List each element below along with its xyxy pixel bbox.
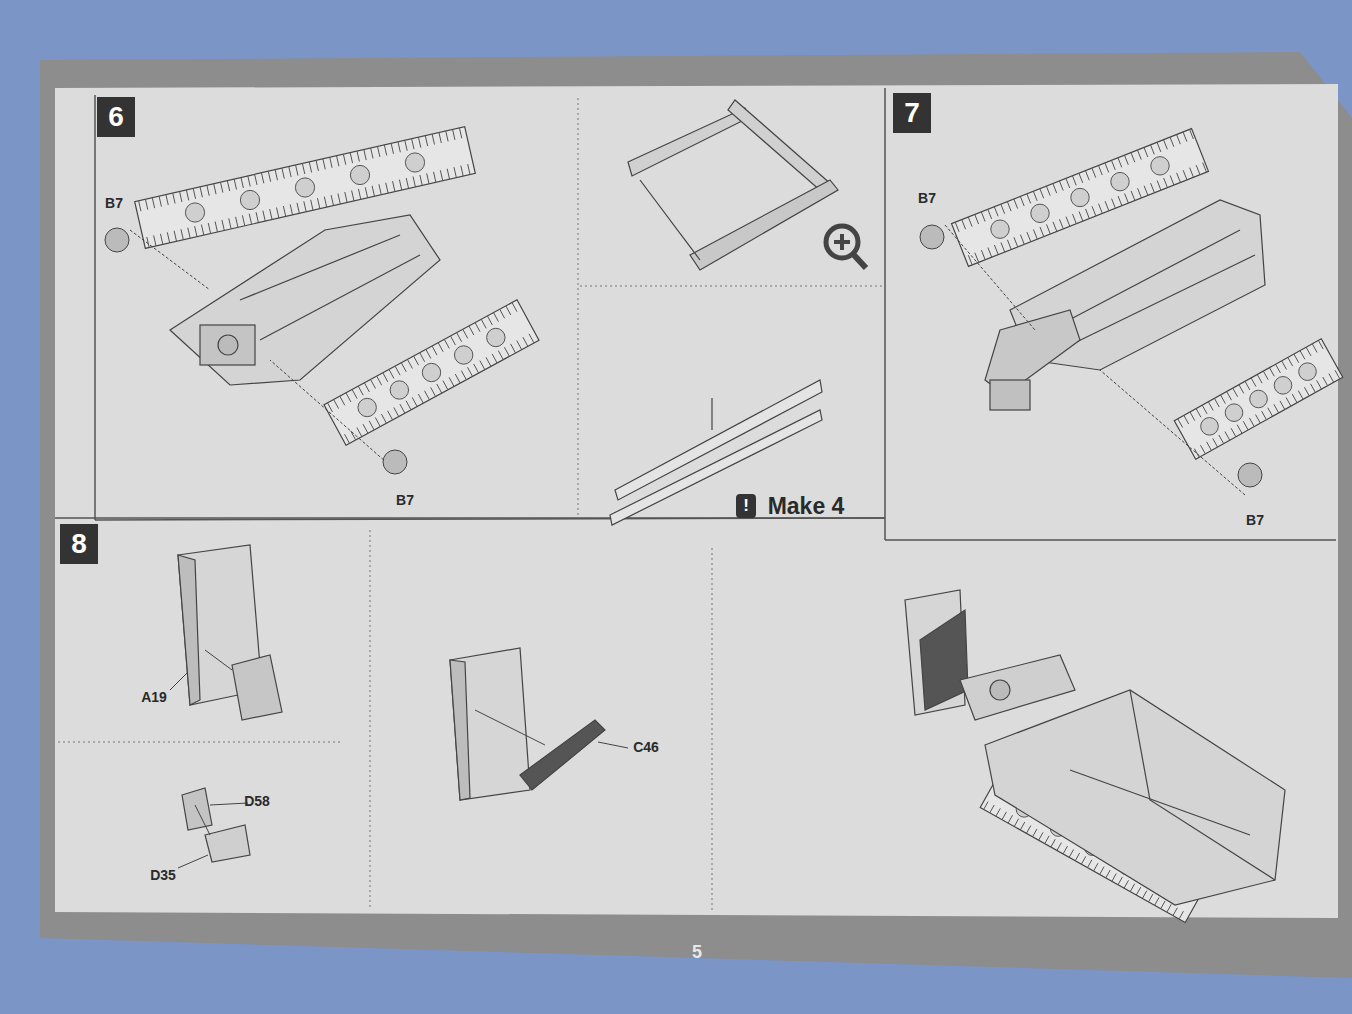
page-number: 5 [692, 942, 702, 963]
part-number: B7 [918, 190, 936, 206]
warning-icon: ! [736, 494, 756, 518]
part-number: B7 [1246, 512, 1264, 528]
part-number: D35 [150, 867, 176, 883]
panel-dividers [58, 98, 882, 910]
track-drawings [135, 127, 1343, 923]
node-text: 8 [71, 528, 87, 560]
magnify-icon [826, 226, 866, 268]
sprocket-drawings [105, 225, 1262, 487]
booklet-page [40, 52, 1352, 978]
note: Make 4 [768, 493, 845, 520]
node-text: ! [743, 496, 749, 516]
leader-lines [130, 225, 1245, 868]
node-text: 6 [108, 101, 124, 133]
part-number: B7 [396, 492, 414, 508]
panel-borders [55, 88, 1336, 540]
step-number: 6 [97, 97, 135, 137]
part-number: A19 [141, 689, 167, 705]
hull-drawings [170, 200, 1285, 905]
step-number: 7 [893, 93, 931, 133]
part-drawings [178, 100, 1075, 862]
page-content-area [55, 84, 1338, 918]
node-text: 7 [904, 97, 920, 129]
part-number: B7 [105, 195, 123, 211]
part-number: D58 [244, 793, 270, 809]
part-number: C46 [633, 739, 659, 755]
step-number: 8 [60, 524, 98, 564]
